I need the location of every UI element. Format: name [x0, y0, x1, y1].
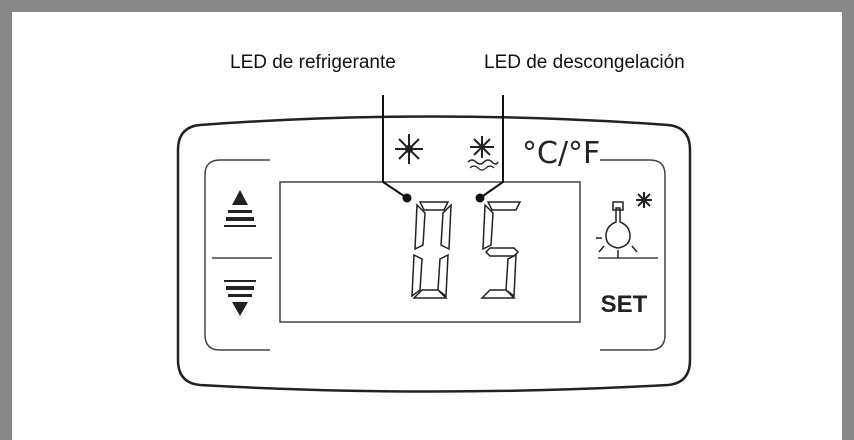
down-arrow-icon[interactable]: [224, 280, 256, 316]
up-arrow-icon[interactable]: [224, 190, 256, 227]
light-bulb-icon[interactable]: [596, 201, 638, 258]
refrigerant-led-dot: [402, 193, 412, 203]
right-keypad-outline: [600, 159, 666, 351]
small-snowflake-icon: [636, 192, 652, 208]
display-digit-5: [480, 201, 522, 299]
defrost-led-dot: [475, 193, 485, 203]
refrigerant-led-callout: LED de refrigerante: [230, 52, 396, 73]
callout-lines: [382, 95, 504, 199]
set-button[interactable]: SET: [601, 291, 648, 318]
snowflake-icon: [395, 134, 423, 164]
display-digit-0: [411, 201, 452, 299]
left-keypad-outline: [204, 159, 270, 351]
defrost-icon: [467, 136, 499, 171]
lcd-window: [279, 181, 581, 323]
defrost-led-callout: LED de descongelación: [484, 52, 685, 73]
unit-label: °C/°F: [522, 136, 600, 171]
